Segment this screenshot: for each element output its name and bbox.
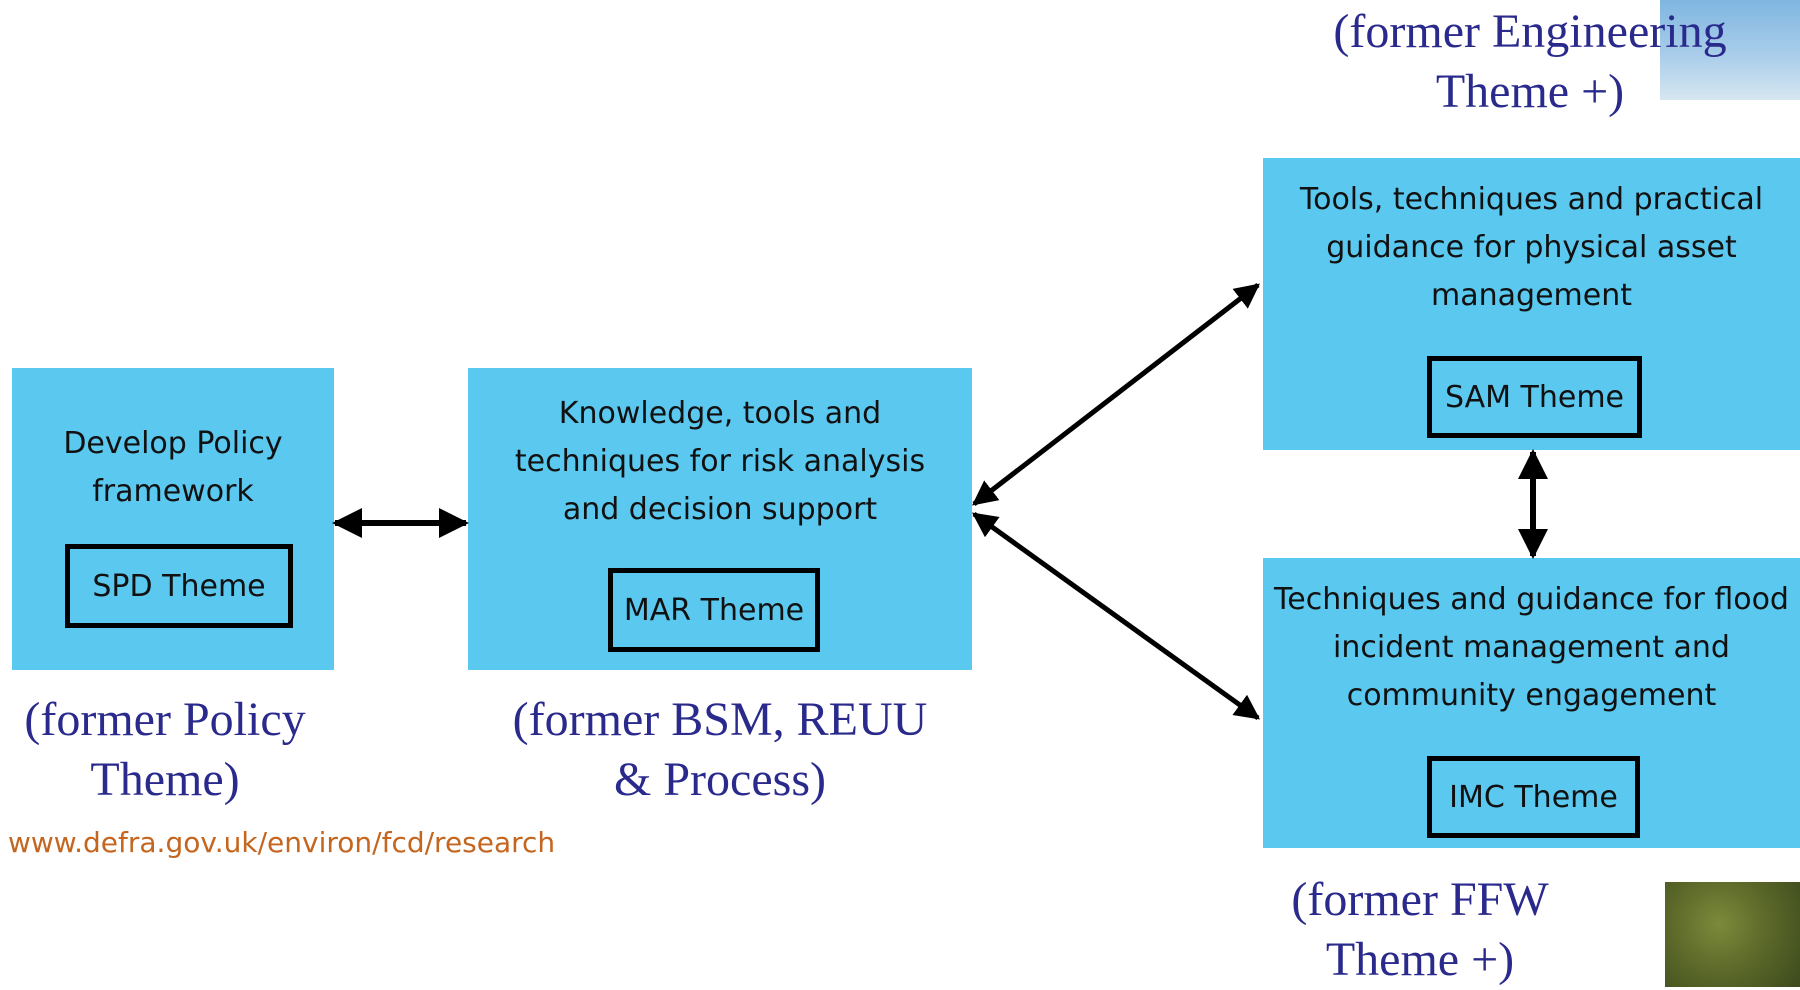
imc-box: Techniques and guidance for flood incide… — [1263, 558, 1800, 848]
sam-box: Tools, techniques and practical guidance… — [1263, 158, 1800, 450]
defra-url: www.defra.gov.uk/environ/fcd/research — [8, 826, 556, 859]
former-bsm-label: (former BSM, REUU & Process) — [512, 693, 928, 806]
spd-theme-tag: SPD Theme — [65, 544, 293, 628]
spd-box: Develop Policy framework SPD Theme — [12, 368, 334, 670]
spd-description: Develop Policy framework — [63, 426, 283, 509]
sam-description: Tools, techniques and practical guidance… — [1299, 182, 1764, 313]
mar-theme-tag: MAR Theme — [608, 568, 820, 652]
former-policy-label: (former Policy Theme) — [24, 693, 306, 806]
former-ffw-label: (former FFW Theme +) — [1291, 873, 1549, 986]
mar-box: Knowledge, tools and techniques for risk… — [468, 368, 972, 670]
former-engineering-label: (former Engineering Theme +) — [1333, 5, 1727, 118]
mar-imc-arrow — [971, 511, 1261, 721]
mar-description: Knowledge, tools and techniques for risk… — [514, 396, 926, 527]
grass-photo — [1665, 882, 1800, 987]
sky-photo — [1660, 0, 1800, 100]
mar-sam-arrow — [972, 283, 1260, 506]
sam-theme-tag: SAM Theme — [1427, 356, 1642, 438]
imc-description: Techniques and guidance for flood incide… — [1274, 582, 1789, 713]
imc-theme-tag: IMC Theme — [1427, 756, 1640, 838]
